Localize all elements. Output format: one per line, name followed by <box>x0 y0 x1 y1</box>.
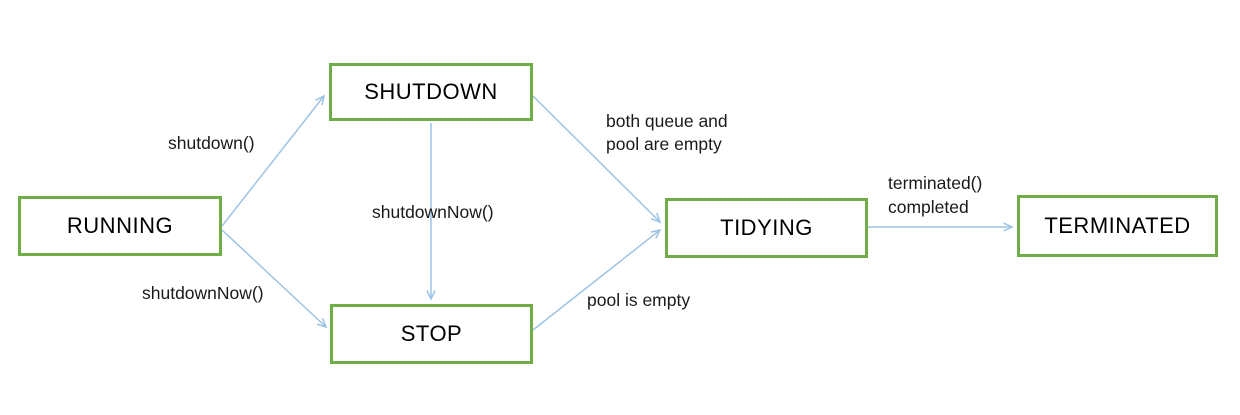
edge-label-shutdownnow-shutdown-stop: shutdownNow() <box>372 202 494 222</box>
state-label-running: RUNNING <box>66 213 174 238</box>
edge-running-stop <box>221 229 328 329</box>
edge-label-shutdownnow-running-stop: shutdownNow() <box>142 283 264 303</box>
state-node-running: RUNNING <box>18 196 222 256</box>
state-label-stop: STOP <box>400 321 463 346</box>
edge-label-shutdown: shutdown() <box>168 133 255 153</box>
state-node-terminated: TERMINATED <box>1017 195 1218 257</box>
state-label-shutdown: SHUTDOWN <box>364 79 498 104</box>
state-node-shutdown: SHUTDOWN <box>329 63 533 121</box>
edge-label-both-queue-and-pool-empty: both queue and pool are empty <box>606 111 728 154</box>
edge-label-pool-is-empty: pool is empty <box>587 290 691 310</box>
state-label-tidying: TIDYING <box>720 215 813 240</box>
edge-running-shutdown <box>221 94 326 227</box>
edge-stop-tidying <box>532 228 662 331</box>
edge-label-terminated-completed: terminated() completed <box>888 173 983 217</box>
state-label-terminated: TERMINATED <box>1044 213 1191 238</box>
state-node-tidying: TIDYING <box>665 198 868 258</box>
state-node-stop: STOP <box>330 304 533 364</box>
edge-shutdown-tidying <box>532 95 662 224</box>
